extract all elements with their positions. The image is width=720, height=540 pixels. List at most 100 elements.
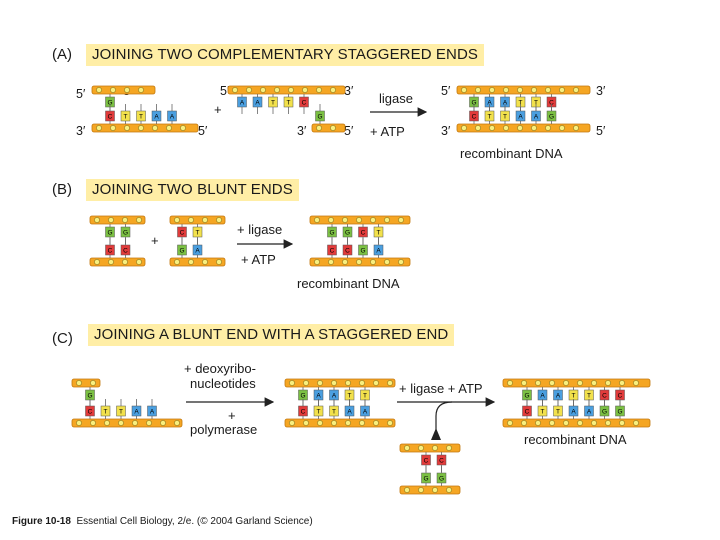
base-letter: C	[108, 248, 113, 255]
phosphate-bead	[274, 87, 280, 93]
phosphate-bead	[559, 125, 565, 131]
phosphate-bead	[398, 259, 404, 265]
base-letter: T	[556, 409, 560, 416]
atp-label: + ATP	[370, 124, 405, 139]
phosphate-bead	[104, 420, 110, 426]
recombinant-label: recombinant DNA	[297, 276, 400, 291]
phosphate-bead	[136, 217, 142, 223]
phosphate-bead	[330, 87, 336, 93]
base-letter: G	[549, 114, 554, 121]
phosphate-bead	[432, 445, 438, 451]
base-letter: C	[439, 458, 444, 465]
phosphate-bead	[373, 420, 379, 426]
dna-strand	[284, 378, 396, 388]
nucleotide-base	[105, 244, 115, 256]
nucleotide-base	[342, 226, 353, 238]
base-letter: A	[150, 409, 155, 416]
phosphate-bead	[591, 420, 597, 426]
phosphate-bead	[507, 420, 513, 426]
phosphate-bead	[152, 125, 158, 131]
end-label-3prime: 3′	[297, 124, 307, 138]
phosphate-bead	[577, 420, 583, 426]
end-label-5prime: 5′	[344, 124, 354, 138]
panel-a-label: (A)	[52, 46, 72, 63]
phosphate-bead	[330, 125, 336, 131]
phosphate-bead	[328, 217, 334, 223]
base-letter: G	[471, 100, 476, 107]
phosphate-bead	[356, 259, 362, 265]
dna-strand	[91, 123, 199, 133]
nucleotide-base	[100, 405, 111, 417]
phosphate-bead	[475, 125, 481, 131]
phosphate-bead	[446, 487, 452, 493]
phosphate-bead	[384, 259, 390, 265]
base-letter: T	[534, 100, 538, 107]
nucleotide-base	[105, 110, 115, 122]
end-label-3prime: 3′	[344, 84, 354, 98]
phosphate-bead	[331, 420, 337, 426]
recombinant-label: recombinant DNA	[524, 432, 627, 447]
nucleotide-base	[192, 244, 203, 256]
phosphate-bead	[216, 217, 222, 223]
base-letter: G	[617, 409, 622, 416]
base-letter: C	[330, 248, 335, 255]
phosphate-bead	[387, 380, 393, 386]
phosphate-bead	[132, 420, 138, 426]
dna-strand	[227, 85, 346, 95]
base-letter: A	[571, 409, 576, 416]
base-letter: C	[618, 393, 623, 400]
phosphate-bead	[359, 380, 365, 386]
phosphate-bead	[202, 217, 208, 223]
phosphate-bead	[573, 125, 579, 131]
nucleotide-base	[327, 226, 337, 238]
nucleotide-base	[358, 226, 368, 238]
nucleotide-base	[147, 405, 157, 417]
nucleotide-base	[515, 110, 526, 122]
end-label-3prime: 3′	[76, 124, 86, 138]
base-letter: T	[119, 409, 123, 416]
nucleotide-base	[344, 405, 355, 417]
base-letter: T	[124, 114, 128, 121]
base-letter: C	[301, 409, 306, 416]
phosphate-bead	[404, 487, 410, 493]
panel-b-label: (B)	[52, 181, 72, 198]
phosphate-bead	[573, 87, 579, 93]
nucleotide-base	[136, 110, 146, 122]
nucleotide-base	[599, 405, 610, 417]
nucleotide-base	[252, 96, 263, 108]
plus-sign: +	[151, 233, 159, 248]
figure-caption: Figure 10-18 Essential Cell Biology, 2/e…	[12, 516, 313, 527]
phosphate-bead	[288, 87, 294, 93]
phosphate-bead	[342, 217, 348, 223]
phosphate-bead	[180, 125, 186, 131]
phosphate-bead	[545, 125, 551, 131]
base-letter: A	[376, 248, 381, 255]
phosphate-bead	[289, 420, 295, 426]
phosphate-bead	[316, 125, 322, 131]
base-letter: G	[179, 248, 184, 255]
base-letter: A	[347, 409, 352, 416]
nucleotide-base	[167, 110, 177, 122]
phosphate-bead	[521, 420, 527, 426]
arrowhead-up	[431, 428, 441, 440]
nucleotide-base	[116, 405, 126, 417]
phosphate-bead	[432, 487, 438, 493]
base-letter: T	[377, 230, 381, 237]
nucleotide-base	[120, 244, 131, 256]
base-letter: C	[549, 100, 554, 107]
base-letter: T	[363, 393, 367, 400]
base-letter: A	[518, 114, 523, 121]
base-letter: G	[107, 100, 112, 107]
base-letter: C	[180, 230, 185, 237]
phosphate-bead	[619, 380, 625, 386]
base-letter: C	[302, 100, 307, 107]
base-letter: A	[540, 393, 545, 400]
phosphate-bead	[331, 380, 337, 386]
phosphate-bead	[289, 380, 295, 386]
phosphate-bead	[605, 420, 611, 426]
nucleotide-base	[313, 405, 324, 417]
phosphate-bead	[118, 420, 124, 426]
phosphate-bead	[160, 420, 166, 426]
panel-a-title: JOINING TWO COMPLEMENTARY STAGGERED ENDS	[86, 44, 484, 66]
plus-sign: +	[228, 408, 236, 423]
